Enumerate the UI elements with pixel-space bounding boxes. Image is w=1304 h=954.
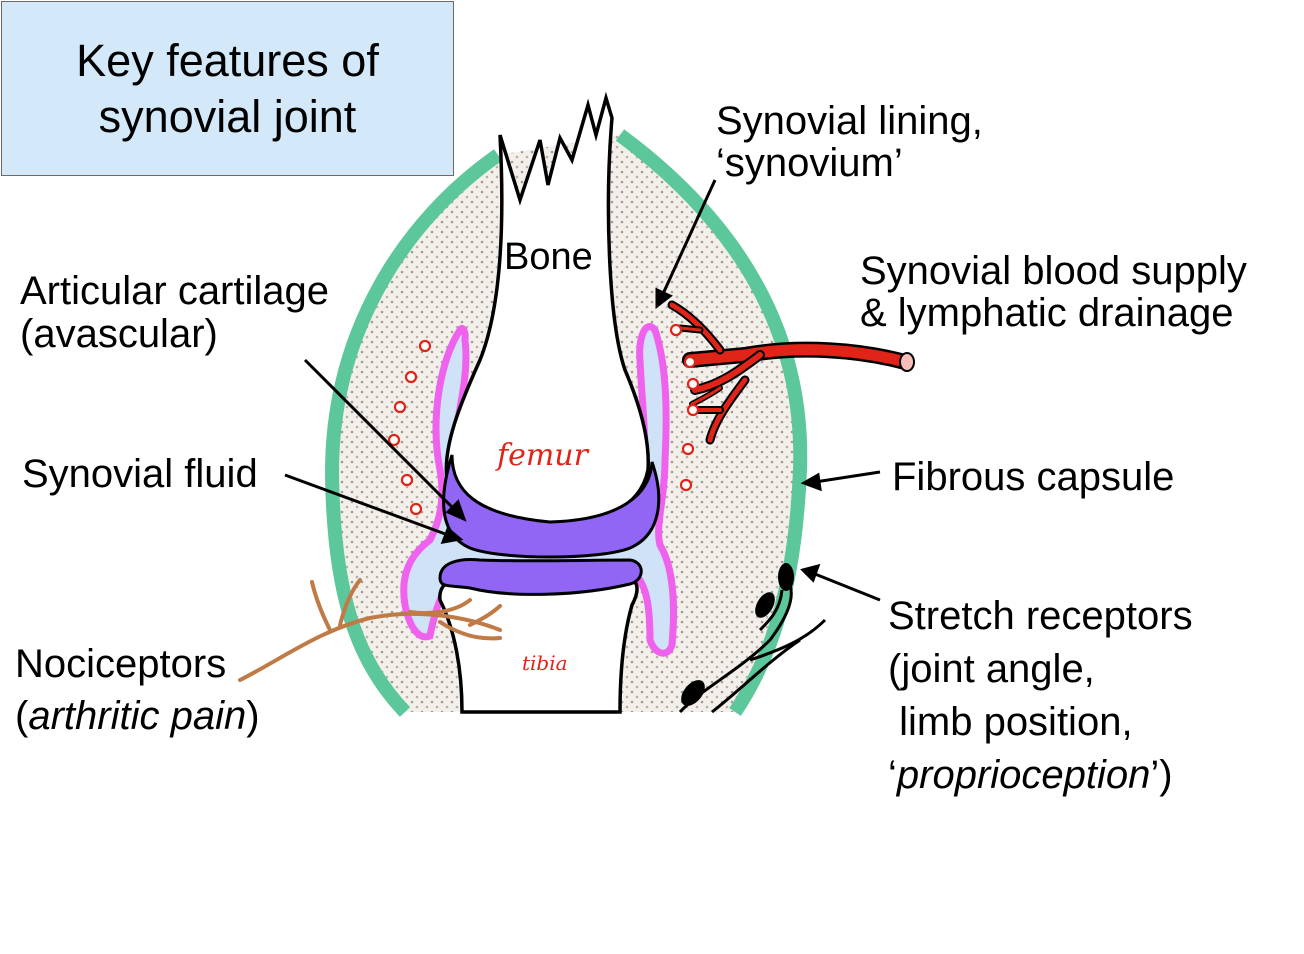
- articular-cartilage-line-1: Articular cartilage: [20, 269, 330, 313]
- tibia-articular-cartilage: [438, 558, 643, 596]
- handwritten-tibia: tibia: [522, 651, 568, 675]
- fibrous-capsule-label: Fibrous capsule: [892, 455, 1174, 499]
- nociceptors-arthritic-pain: arthritic pain: [28, 694, 247, 738]
- blood-vessel: [667, 300, 915, 445]
- title-box: Key features of synovial joint: [1, 1, 454, 176]
- handwritten-femur: femur: [495, 438, 590, 473]
- bone-label: Bone: [504, 236, 593, 278]
- fibrous-capsule-right: [615, 129, 808, 716]
- nociceptors-line-2-pre: (: [15, 694, 29, 738]
- nociceptors-line-2-post: ): [246, 694, 260, 738]
- articular-cartilage-line-2: (avascular): [20, 312, 218, 356]
- title-line-1: Key features of: [76, 34, 379, 86]
- fibrous-capsule-text: Fibrous capsule: [892, 455, 1175, 499]
- fibrous-capsule: [324, 149, 503, 717]
- blood-supply-line-2: & lymphatic drainage: [860, 291, 1234, 335]
- nociceptors-line-1: Nociceptors: [15, 642, 227, 686]
- stretch-receptors-line-4-post: ’): [1150, 753, 1173, 797]
- blood-supply-line-1: Synovial blood supply: [860, 249, 1247, 293]
- femur-articular-cartilage: [442, 454, 661, 559]
- nociceptors-line-2: (arthritic pain): [15, 690, 260, 742]
- synovial-fluid-text: Synovial fluid: [22, 452, 258, 496]
- synovial-lining-line-1: Synovial lining,: [716, 99, 983, 143]
- nociceptors-label: Nociceptors (arthritic pain): [15, 638, 260, 742]
- stretch-receptors-line-3: limb position,: [888, 700, 1133, 744]
- stretch-receptors-line-4-pre: ‘: [888, 753, 897, 797]
- synovial-lining-label: Synovial lining, ‘synovium’: [716, 100, 983, 184]
- title-line-2: synovial joint: [98, 90, 357, 142]
- stretch-receptors-line-4: ‘proprioception’): [888, 749, 1193, 802]
- synovial-lining-line-2: ‘synovium’: [716, 141, 903, 185]
- annotation-arrows: [284, 179, 881, 602]
- stretch-receptors-label: Stretch receptors (joint angle, limb pos…: [888, 590, 1193, 802]
- synovial-cells: [387, 323, 700, 516]
- stretch-receptors: [678, 563, 827, 714]
- stretch-receptors-proprioception: proprioception: [896, 753, 1151, 797]
- nociceptor-nerve: [238, 578, 502, 682]
- synovial-fluid-label: Synovial fluid: [22, 452, 258, 496]
- stretch-receptors-line-2: (joint angle,: [888, 647, 1095, 691]
- stretch-receptors-line-1: Stretch receptors: [888, 594, 1193, 638]
- articular-cartilage-label: Articular cartilage (avascular): [20, 270, 329, 356]
- blood-supply-label: Synovial blood supply & lymphatic draina…: [860, 250, 1247, 334]
